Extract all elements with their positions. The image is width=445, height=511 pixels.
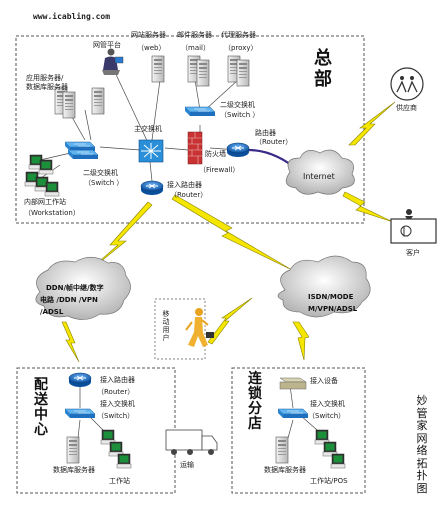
l2-switch-right (184, 106, 216, 117)
l2-switch-right-label: 二级交换机 (220, 101, 255, 109)
dc-access-router-tag: （Router） (97, 388, 135, 396)
mail-server-label: 邮件服务器 (177, 31, 212, 39)
network-mgmt-label: 网管平台 (93, 41, 121, 49)
store-access-switch-tag: （Switch） (308, 412, 346, 420)
headquarters-region (15, 35, 365, 224)
app-server-label-2: 数据库服务器 (26, 83, 68, 91)
workstation-label: 内部网工作站 (24, 198, 66, 206)
dc-workstations (100, 429, 132, 469)
main-switch-label: 主交换机 (134, 125, 162, 133)
dc-access-switch-label: 接入交换机 (100, 400, 135, 408)
store-db-server-label: 数据库服务器 (264, 466, 306, 474)
dc-access-switch-tag: （Switch） (97, 412, 135, 420)
proxy-server-tag: （proxy） (224, 44, 258, 52)
dc-db-server-label: 数据库服务器 (53, 466, 95, 474)
router-label: 路由器 (255, 129, 276, 137)
hq-heading: 总部 (314, 48, 334, 90)
internet-router (226, 142, 250, 158)
diagram-title: 妙管家网络拓扑图 (416, 394, 428, 495)
truck-icon (165, 429, 218, 455)
workstation-tag: （Workstation） (24, 209, 80, 217)
hq-access-router-label: 接入路由器 (167, 181, 202, 189)
store-db-server (275, 436, 289, 464)
l2-switch-left-2 (67, 149, 99, 160)
store-access-switch (277, 408, 309, 419)
customer-label: 客户 (406, 249, 420, 257)
mobile-user-label: 移动用户 (162, 310, 170, 342)
supplier-label: 供应商 (396, 104, 417, 112)
ddn-cloud (35, 256, 131, 320)
store-access-switch-label: 接入交换机 (310, 400, 345, 408)
app-server-2 (62, 91, 76, 119)
ddn-cloud-line-1: DDN/帧中继/数字 (46, 284, 104, 292)
firewall-label: 防火墙 (205, 150, 226, 158)
chain-store-heading: 连锁分店 (248, 371, 262, 432)
distribution-center-heading: 配送中心 (34, 377, 48, 438)
lightning-links (61, 101, 396, 363)
l2-switch-left-label: 二级交换机 (83, 169, 118, 177)
router-tag: （Router） (255, 138, 293, 146)
ddn-cloud-line-3: /ADSL (40, 308, 64, 316)
supplier-icon (390, 67, 424, 101)
dc-workstation-label: 工作站 (109, 477, 130, 485)
customer-icon (390, 209, 437, 244)
main-switch-device (138, 139, 164, 163)
l2-switch-left-tag: （Switch ） (84, 179, 124, 187)
mobile-user-icon (154, 298, 214, 360)
web-server-label: 网站服务器 (131, 31, 166, 39)
ddn-cloud-line-2: 电路 /DDN /VPN (40, 296, 98, 304)
store-workstations (314, 429, 346, 469)
internet-cloud (285, 149, 355, 195)
proxy-server-2 (236, 59, 250, 87)
mail-server-tag: （mail） (181, 44, 210, 52)
isdn-cloud-line-1: ISDN/MODE (308, 293, 354, 301)
store-access-device (279, 377, 307, 390)
dc-access-router (68, 372, 92, 388)
dc-access-switch (64, 408, 96, 419)
isdn-cloud (277, 255, 371, 318)
dc-access-router-label: 接入路由器 (100, 376, 135, 384)
hq-access-router (140, 180, 164, 196)
hq-access-router-tag: （Router） (170, 191, 208, 199)
dc-db-server (66, 436, 80, 464)
store-workstation-label: 工作站/POS (310, 477, 348, 485)
site-url: www.icabling.com (33, 12, 111, 21)
app-server-label-1: 应用服务器/ (26, 74, 64, 82)
l2-switch-left-1 (64, 141, 96, 152)
web-server-tag: （web） (137, 44, 166, 52)
chain-store-region (231, 367, 366, 494)
network-mgmt-person (102, 48, 124, 75)
store-access-device-label: 接入设备 (310, 377, 338, 385)
firewall-device (187, 131, 203, 165)
mail-server-2 (196, 59, 210, 87)
transport-label: 运输 (180, 461, 194, 469)
db-server (91, 87, 105, 115)
hq-workstations (24, 154, 60, 197)
l2-switch-right-tag: （Switch ） (220, 111, 260, 119)
isdn-cloud-line-2: M/VPN/ADSL (308, 305, 358, 313)
firewall-tag: （Firewall） (199, 166, 240, 174)
hq-heading-text: 总部 (314, 48, 332, 90)
internet-label: Internet (303, 172, 335, 181)
web-server (151, 55, 165, 83)
proxy-server-label: 代理服务器 (221, 31, 256, 39)
